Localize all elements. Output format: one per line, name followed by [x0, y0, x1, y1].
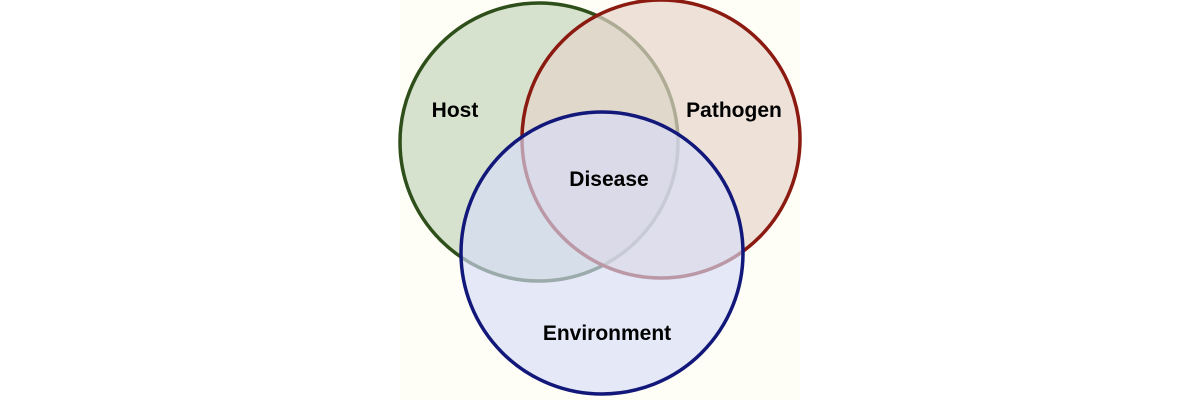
host-label: Host — [432, 99, 479, 122]
pathogen-label: Pathogen — [686, 99, 782, 122]
environment-label: Environment — [543, 322, 671, 345]
environment-circle — [459, 110, 745, 396]
disease-label: Disease — [569, 168, 648, 191]
